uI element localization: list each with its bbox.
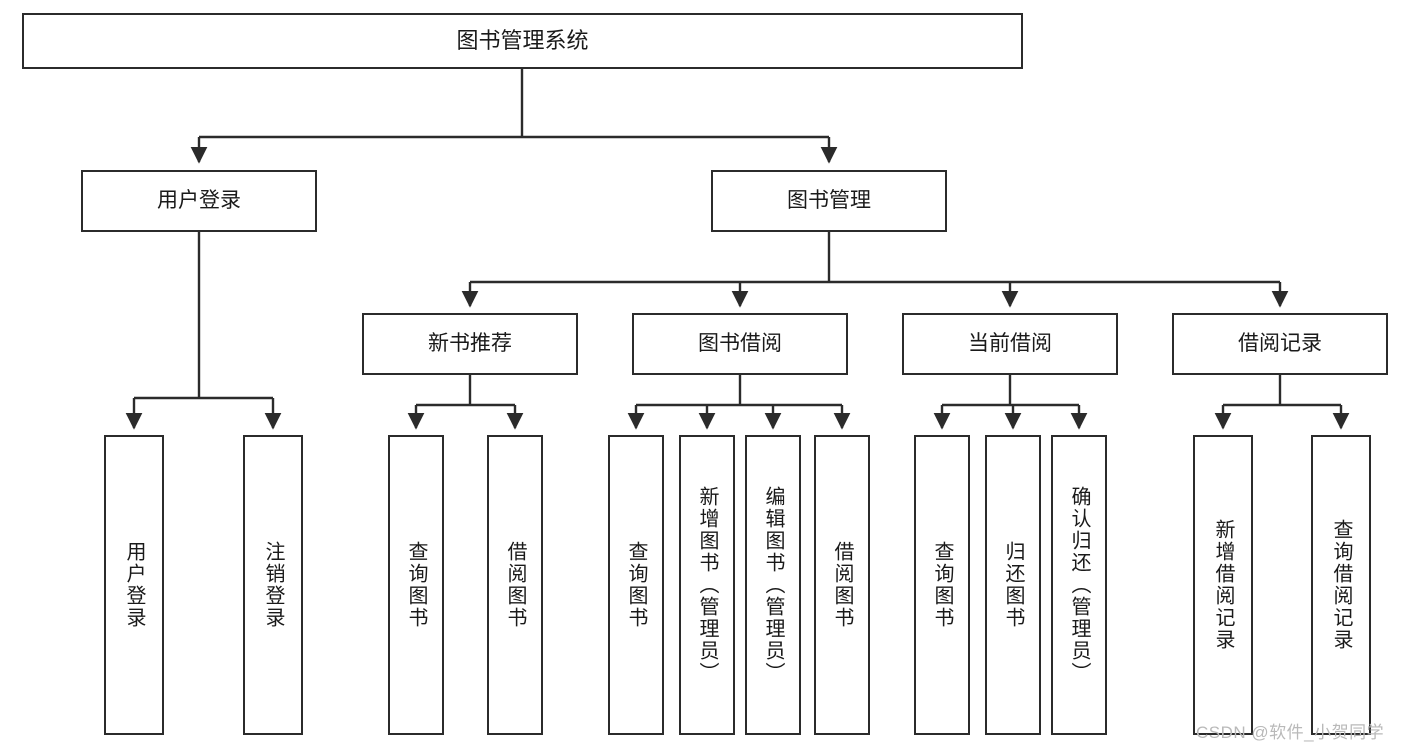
leaf-add-book-admin-label: 新增图书（管理员） xyxy=(696,486,718,684)
leaf-return-books[interactable]: 归还图书 xyxy=(985,435,1041,735)
node-book-management[interactable]: 图书管理 xyxy=(711,170,947,232)
node-current-borrow[interactable]: 当前借阅 xyxy=(902,313,1118,375)
node-book-borrow[interactable]: 图书借阅 xyxy=(632,313,848,375)
leaf-return-books-label: 归还图书 xyxy=(1002,541,1024,629)
csdn-watermark: CSDN @软件_小贺同学 xyxy=(1196,723,1385,742)
node-user-login-label: 用户登录 xyxy=(157,188,241,212)
leaf-current-query-books-label: 查询图书 xyxy=(931,541,953,629)
node-borrow-records-label: 借阅记录 xyxy=(1238,331,1322,355)
leaf-add-book-admin[interactable]: 新增图书（管理员） xyxy=(679,435,735,735)
leaf-recommend-borrow-books[interactable]: 借阅图书 xyxy=(487,435,543,735)
leaf-query-borrow-record[interactable]: 查询借阅记录 xyxy=(1311,435,1371,735)
node-new-book-recommend[interactable]: 新书推荐 xyxy=(362,313,578,375)
leaf-user-logout[interactable]: 注销登录 xyxy=(243,435,303,735)
leaf-confirm-return-admin-label: 确认归还（管理员） xyxy=(1068,486,1090,684)
leaf-borrow-query-books[interactable]: 查询图书 xyxy=(608,435,664,735)
leaf-edit-book-admin[interactable]: 编辑图书（管理员） xyxy=(745,435,801,735)
leaf-confirm-return-admin[interactable]: 确认归还（管理员） xyxy=(1051,435,1107,735)
node-book-management-label: 图书管理 xyxy=(787,188,871,212)
leaf-user-logout-label: 注销登录 xyxy=(262,541,284,629)
leaf-recommend-query-books-label: 查询图书 xyxy=(405,541,427,629)
node-borrow-records[interactable]: 借阅记录 xyxy=(1172,313,1388,375)
node-root-label: 图书管理系统 xyxy=(456,28,589,54)
leaf-user-login-label: 用户登录 xyxy=(123,541,145,629)
node-book-borrow-label: 图书借阅 xyxy=(698,331,782,355)
leaf-borrow-books[interactable]: 借阅图书 xyxy=(814,435,870,735)
node-new-book-recommend-label: 新书推荐 xyxy=(428,331,512,355)
leaf-borrow-books-label: 借阅图书 xyxy=(831,541,853,629)
leaf-recommend-query-books[interactable]: 查询图书 xyxy=(388,435,444,735)
leaf-user-login[interactable]: 用户登录 xyxy=(104,435,164,735)
leaf-current-query-books[interactable]: 查询图书 xyxy=(914,435,970,735)
leaf-recommend-borrow-books-label: 借阅图书 xyxy=(504,541,526,629)
leaf-query-borrow-record-label: 查询借阅记录 xyxy=(1330,519,1352,651)
node-current-borrow-label: 当前借阅 xyxy=(968,331,1052,355)
leaf-add-borrow-record-label: 新增借阅记录 xyxy=(1212,519,1234,651)
leaf-add-borrow-record[interactable]: 新增借阅记录 xyxy=(1193,435,1253,735)
leaf-borrow-query-books-label: 查询图书 xyxy=(625,541,647,629)
node-root[interactable]: 图书管理系统 xyxy=(22,13,1023,69)
leaf-edit-book-admin-label: 编辑图书（管理员） xyxy=(762,486,784,684)
node-user-login[interactable]: 用户登录 xyxy=(81,170,317,232)
